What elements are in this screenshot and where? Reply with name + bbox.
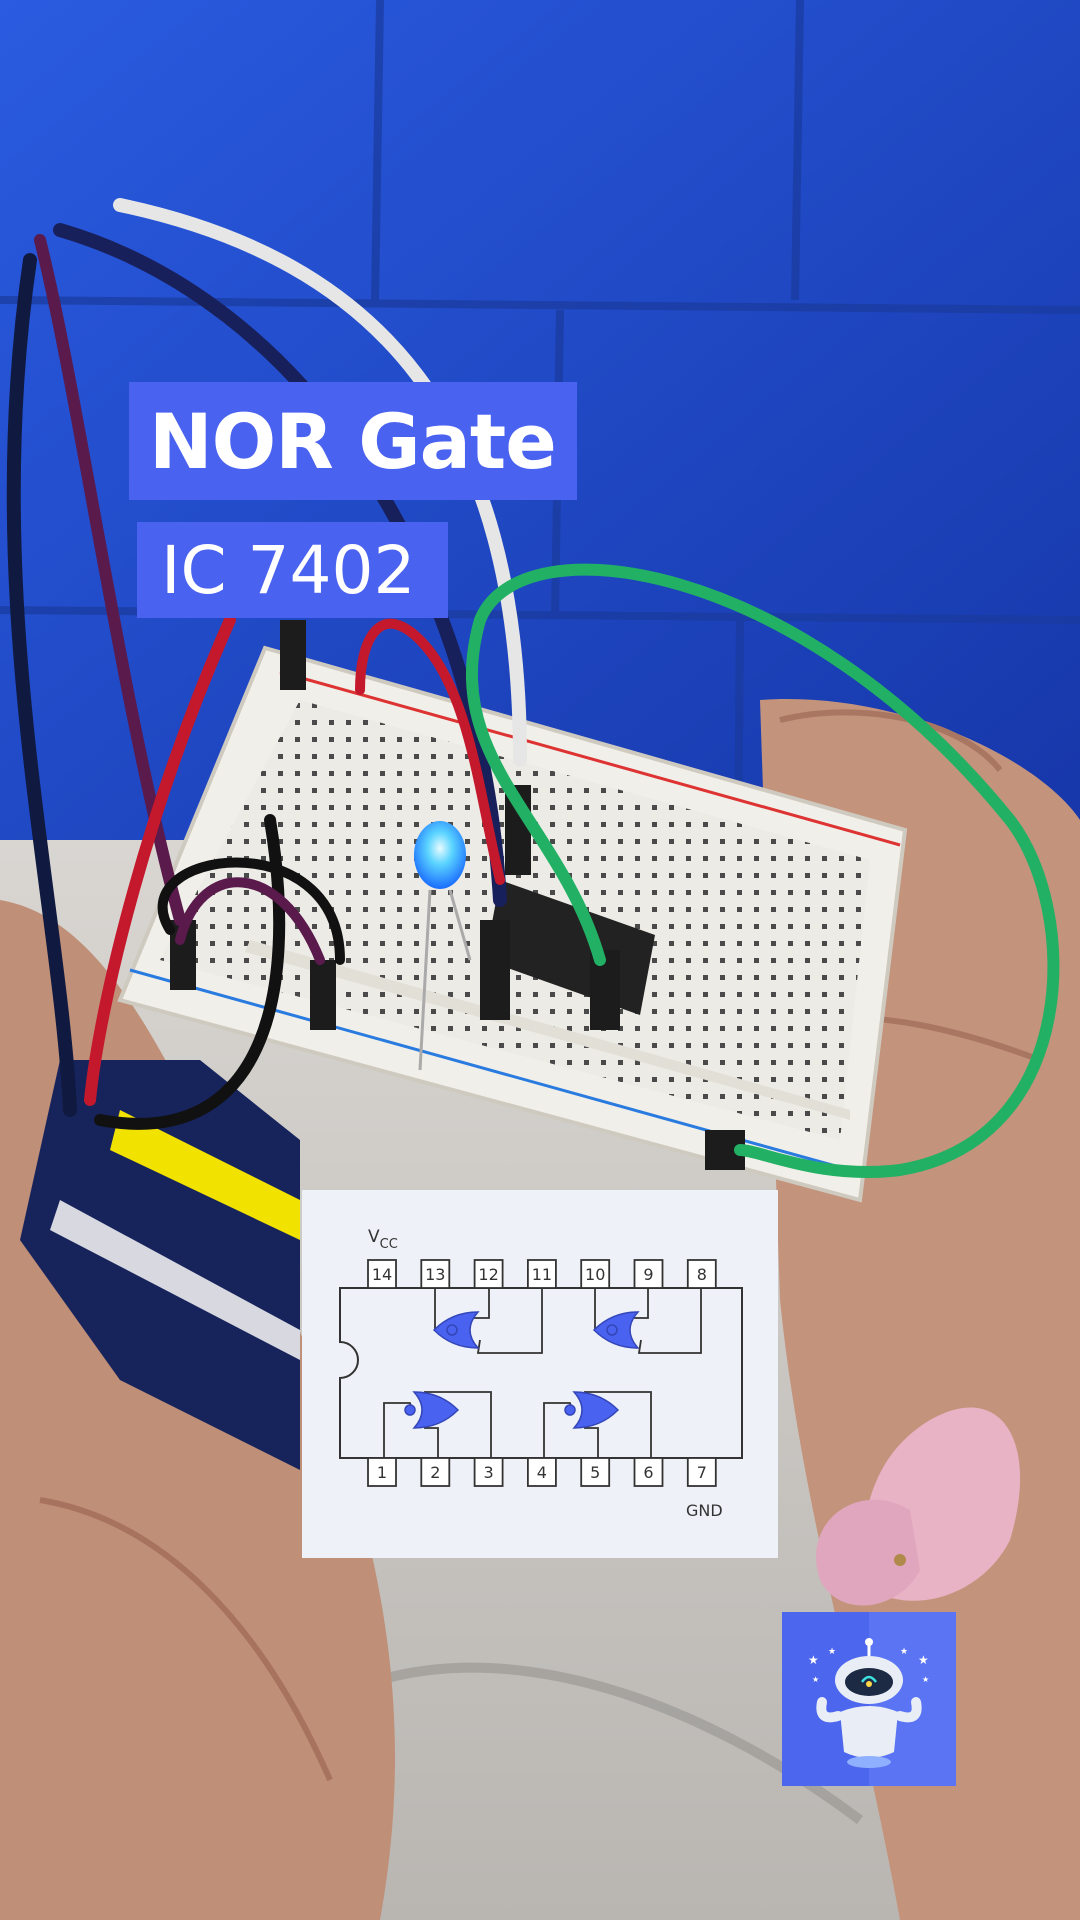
- video-subtitle: IC 7402: [137, 522, 448, 618]
- pin-number: 4: [537, 1463, 547, 1482]
- svg-text:★: ★: [812, 1675, 819, 1684]
- top-pin-11: 11: [526, 1259, 557, 1289]
- pin-number: 3: [484, 1463, 494, 1482]
- channel-logo: ★ ★ ★ ★ ★ ★: [782, 1612, 956, 1786]
- pin-number: 5: [590, 1463, 600, 1482]
- bottom-pin-5: 5: [580, 1457, 611, 1487]
- pin-number: 12: [478, 1265, 498, 1284]
- pin-number: 10: [585, 1265, 605, 1284]
- bottom-pin-row: 1 2 3 4 5 6 7: [367, 1457, 717, 1487]
- chip-body: [339, 1287, 743, 1459]
- bottom-pin-4: 4: [526, 1457, 557, 1487]
- pin-number: 11: [532, 1265, 552, 1284]
- top-pin-14: 14: [367, 1259, 397, 1289]
- top-pin-row: 14 13 12 11 10 9 8: [367, 1259, 717, 1289]
- svg-text:★: ★: [808, 1653, 819, 1667]
- nor-gate-3: [404, 1391, 460, 1429]
- pin-number: 2: [430, 1463, 440, 1482]
- video-title: NOR Gate: [129, 382, 577, 500]
- nor-gate-2: [592, 1311, 640, 1349]
- top-pin-9: 9: [633, 1259, 664, 1289]
- bottom-pin-6: 6: [633, 1457, 664, 1487]
- svg-text:★: ★: [922, 1675, 929, 1684]
- pin-number: 9: [643, 1265, 653, 1284]
- svg-text:★: ★: [828, 1647, 836, 1657]
- internal-wiring: [383, 1288, 702, 1458]
- top-pin-13: 13: [420, 1259, 451, 1289]
- nor-gate-1: [432, 1311, 480, 1349]
- pin-number: 7: [697, 1463, 707, 1482]
- top-pin-8: 8: [686, 1259, 717, 1289]
- top-pin-10: 10: [580, 1259, 611, 1289]
- pin-number: 14: [372, 1265, 392, 1284]
- pin-number: 1: [377, 1463, 387, 1482]
- pin-number: 6: [643, 1463, 653, 1482]
- pin-number: 8: [697, 1265, 707, 1284]
- bottom-pin-7: 7: [686, 1457, 717, 1487]
- bottom-pin-3: 3: [473, 1457, 504, 1487]
- bottom-pin-2: 2: [420, 1457, 451, 1487]
- vcc-label: VCC: [368, 1227, 398, 1252]
- gnd-label: GND: [686, 1501, 723, 1520]
- bottom-pin-1: 1: [367, 1457, 397, 1487]
- pin-number: 13: [425, 1265, 445, 1284]
- svg-text:★: ★: [918, 1653, 929, 1667]
- top-pin-12: 12: [473, 1259, 504, 1289]
- svg-text:★: ★: [900, 1647, 908, 1657]
- robot-icon: ★ ★ ★ ★ ★ ★: [808, 1638, 929, 1768]
- nor-gate-4: [564, 1391, 620, 1429]
